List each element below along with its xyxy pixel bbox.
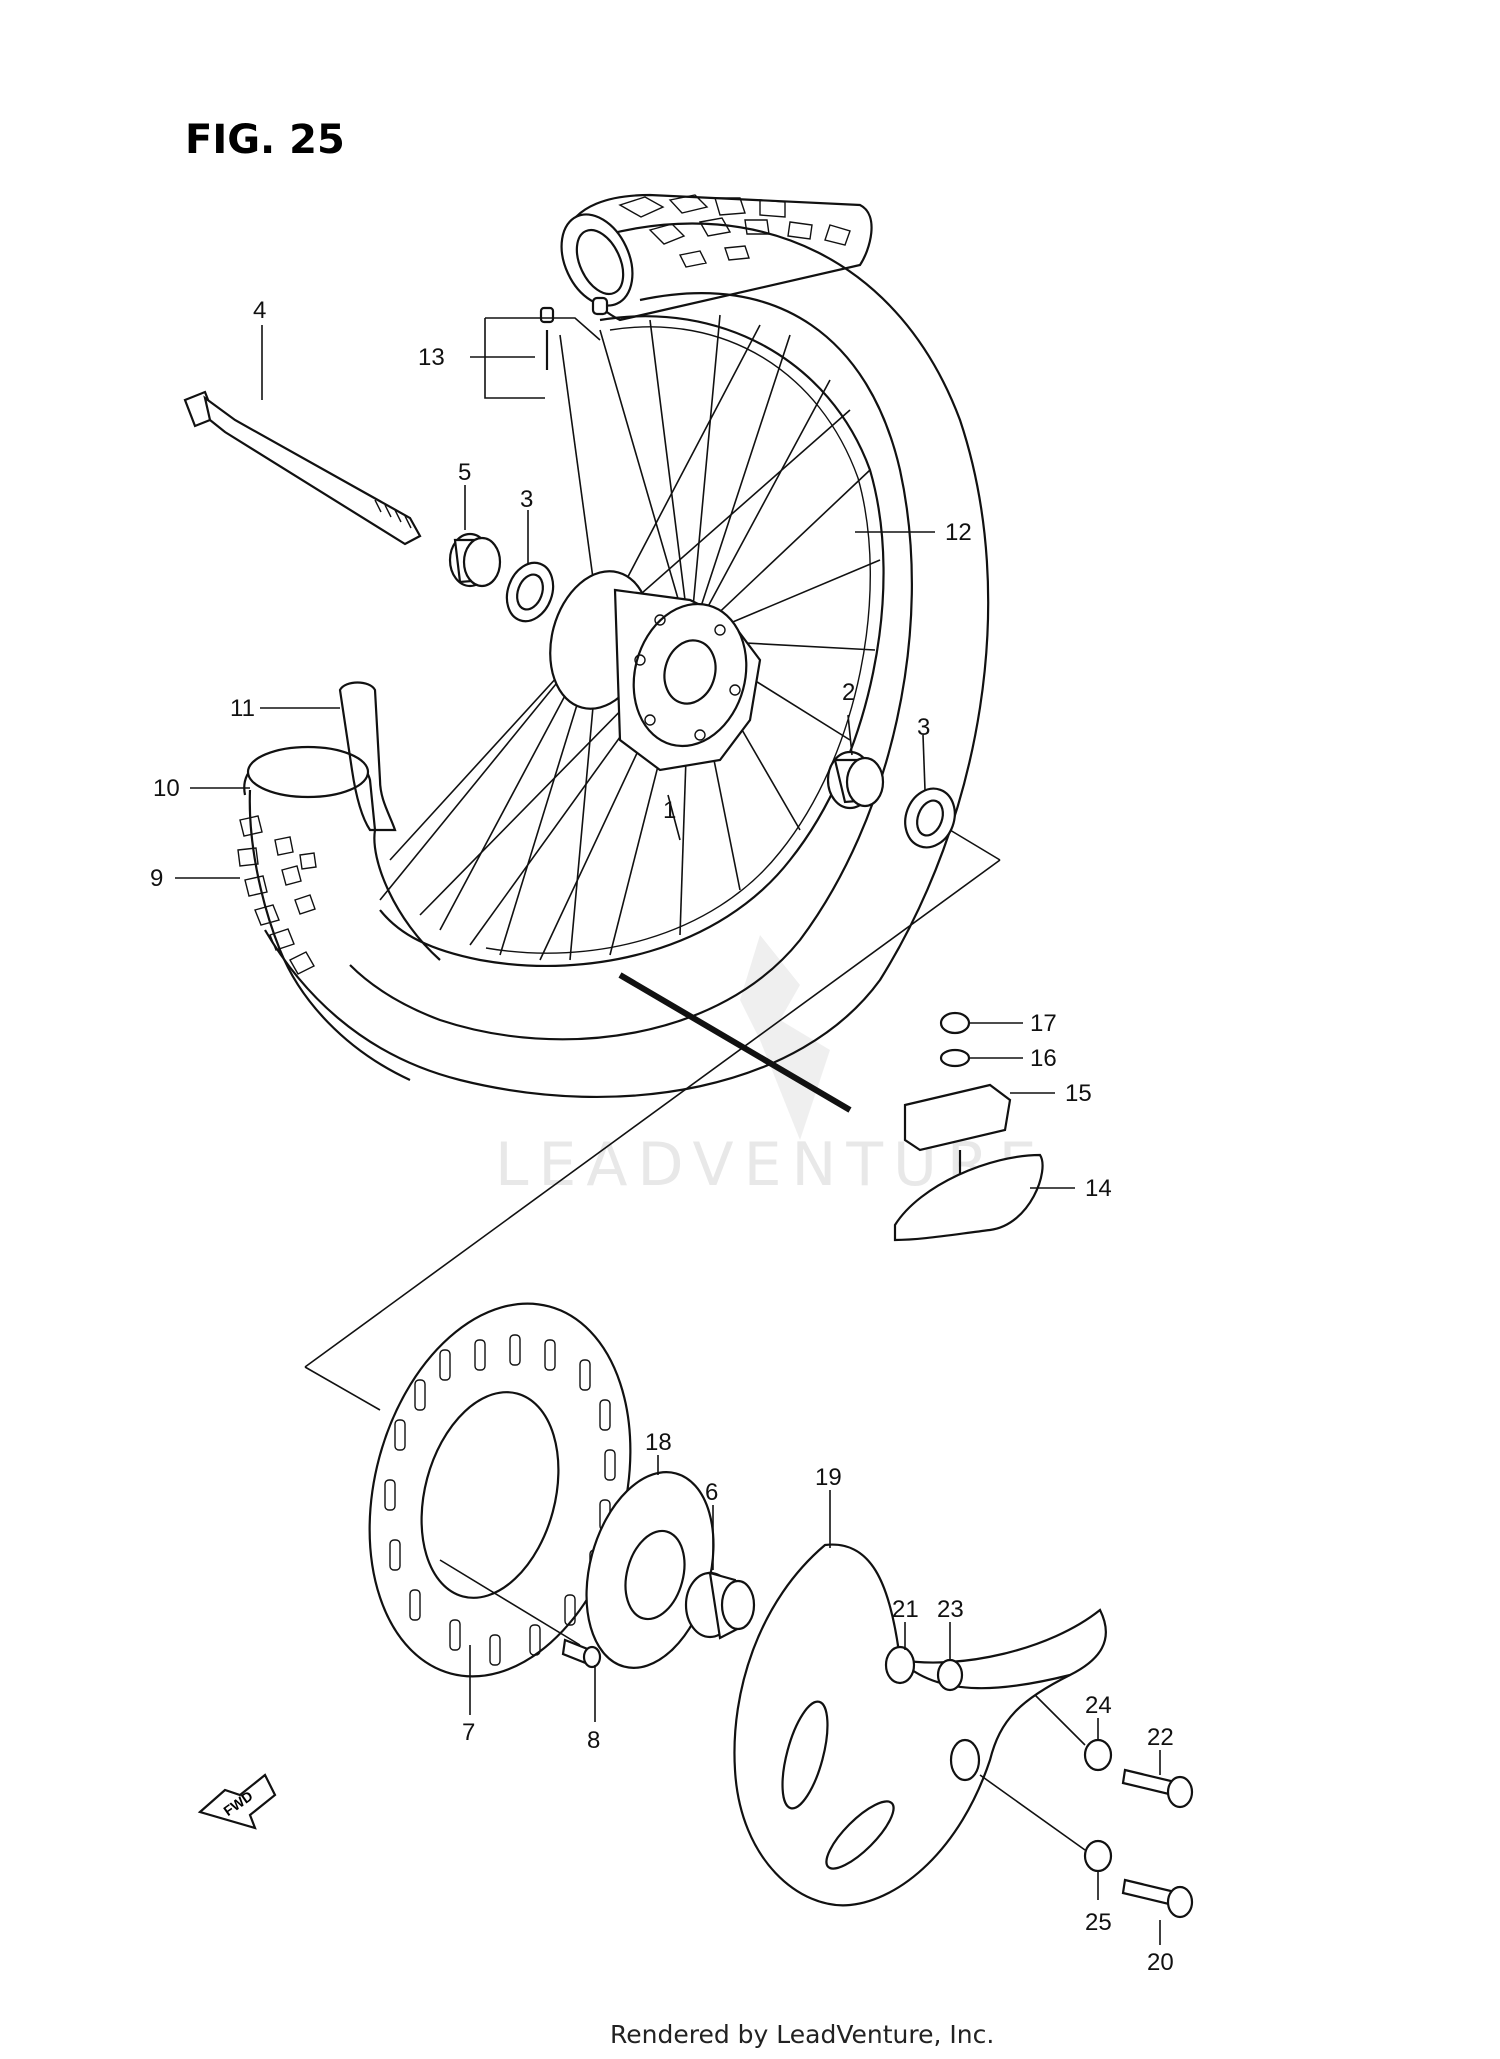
- callout-1: 1: [663, 797, 676, 824]
- callout-leaders: [175, 317, 1161, 1945]
- callout-23: 23: [937, 1596, 964, 1623]
- rim-lock-15: [903, 1083, 1012, 1152]
- hub: [549, 570, 762, 772]
- callout-2: 2: [842, 679, 855, 706]
- assembly-lines: [304, 829, 1001, 1411]
- spacer-collar-6: [684, 1571, 756, 1640]
- callout-11: 11: [230, 695, 255, 722]
- disc-bolt: [439, 1559, 602, 1669]
- figure-title: FIG. 25: [185, 117, 345, 163]
- washer-16: [939, 1048, 971, 1068]
- callout-20: 20: [1147, 1949, 1174, 1976]
- callout-3-lower: 3: [917, 714, 930, 741]
- washer-24: [1083, 1738, 1113, 1772]
- callout-22: 22: [1147, 1724, 1174, 1751]
- callout-18: 18: [645, 1429, 672, 1456]
- callout-8: 8: [587, 1727, 600, 1754]
- callout-13: 13: [418, 344, 445, 371]
- callout-labels: 4 5 3 13 12 11 10 9 1 2 3 17 16 15 14 18…: [150, 297, 1174, 1976]
- callout-5: 5: [458, 459, 471, 486]
- spacer-collar-2: [826, 750, 885, 810]
- spacer-collar-5: [448, 532, 502, 588]
- washer-25: [1083, 1839, 1113, 1873]
- tire: [264, 222, 990, 1099]
- callout-4: 4: [253, 297, 266, 324]
- bearing-3-upper: [505, 561, 555, 623]
- watermark: LEADVENTURE: [495, 935, 1037, 1200]
- callout-19: 19: [815, 1464, 842, 1491]
- callout-10: 10: [153, 775, 180, 802]
- callout-16: 16: [1030, 1045, 1057, 1072]
- footer-credit: Rendered by LeadVenture, Inc.: [610, 2020, 994, 2049]
- disc-guard: [733, 1543, 1107, 1907]
- callout-15: 15: [1065, 1080, 1092, 1107]
- tire-cutaway-left: [237, 745, 441, 1081]
- axle: [183, 390, 422, 546]
- callout-7: 7: [462, 1719, 475, 1746]
- bearing-3-lower: [904, 787, 956, 849]
- tire-tread-top: [560, 193, 873, 322]
- callout-3-upper: 3: [520, 486, 533, 513]
- rim-lock-14: [893, 1153, 1044, 1242]
- callout-25: 25: [1085, 1909, 1112, 1936]
- callout-14: 14: [1085, 1175, 1112, 1202]
- callout-21: 21: [892, 1596, 919, 1623]
- brake-disc: [368, 1302, 632, 1678]
- guard-fasteners: [1083, 1738, 1194, 1919]
- callout-9: 9: [150, 865, 163, 892]
- spoke-nipple: [539, 296, 609, 370]
- forward-arrow-icon: FWD: [197, 1773, 277, 1830]
- callout-17: 17: [1030, 1010, 1057, 1037]
- front-wheel-assembly: [237, 193, 990, 1099]
- callout-24: 24: [1085, 1692, 1112, 1719]
- rim-lock-assembly: [893, 1011, 1044, 1242]
- callout-6: 6: [705, 1479, 718, 1506]
- rim-strip: [338, 681, 397, 832]
- nut-17: [939, 1011, 971, 1035]
- callout-12: 12: [945, 519, 972, 546]
